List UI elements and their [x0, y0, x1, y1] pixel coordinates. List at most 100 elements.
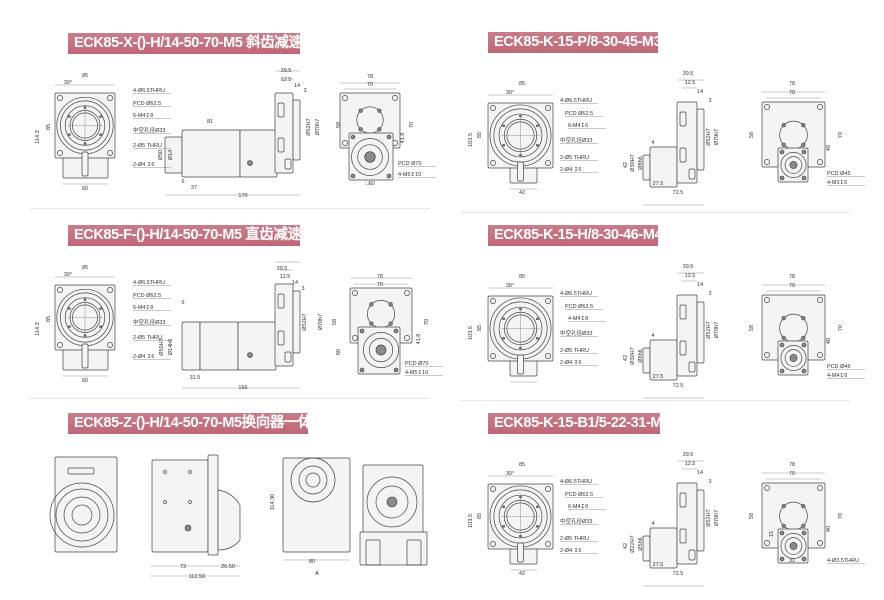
bolt: [369, 302, 374, 307]
mounting-hole: [57, 342, 63, 348]
bolt-hole: [536, 143, 539, 147]
mounting-hole: [817, 297, 823, 303]
bolt-hole: [99, 115, 102, 118]
output-flange: [696, 301, 705, 364]
turntable-ring: [55, 488, 109, 542]
side-dimension-label: Ø52H7: [302, 313, 308, 330]
mounting-hole: [764, 104, 770, 110]
rear-dimension-label: PCD Ø70: [398, 161, 422, 167]
detail: [277, 102, 285, 118]
motor-shaft: [364, 151, 376, 163]
side-dimension-label: Ø52H7: [306, 118, 312, 135]
side-dimension-label: 81: [207, 119, 213, 125]
screw: [184, 524, 192, 532]
hole: [163, 500, 167, 504]
mounting-hole: [490, 160, 496, 166]
mounting-hole: [107, 150, 113, 156]
side-dimension-label: Ø8h6: [638, 156, 644, 169]
flange: [207, 454, 219, 556]
panel-title: ECK85-X-()-H/14-50-70-M5 斜齿减速机: [68, 33, 317, 54]
side-dimension-label: 12.5: [685, 461, 696, 467]
rear-dimension-label: 70: [838, 325, 844, 331]
output-flange: [696, 108, 705, 171]
bolt-hole: [99, 307, 102, 310]
side-dimension-label: 37: [191, 185, 197, 191]
bolt: [369, 321, 374, 326]
front-dimension-label: 2-Ø4 ↧6: [560, 547, 581, 554]
input-adapter: [642, 347, 651, 374]
motor-bolt: [779, 149, 785, 155]
front-dimension-label: 85: [519, 274, 525, 280]
motor-bolt: [359, 328, 365, 334]
housing-outline: [54, 456, 118, 553]
side-dimension-label: 39.5: [683, 264, 694, 270]
motor-bolt: [801, 342, 807, 348]
front-dimension-label: 103.5: [468, 514, 474, 528]
rear-dimension-label: 4-Ø3.5THRU: [827, 558, 859, 564]
front-dimension-label: 6-M4↧8: [133, 112, 153, 119]
motor-shaft: [789, 542, 798, 550]
bolt: [781, 335, 786, 340]
side-dimension-label: 12.5: [685, 80, 696, 86]
side-dimension-label: 3: [303, 88, 306, 94]
front-dimension-label: 85: [477, 513, 483, 519]
motor-pilot: [780, 152, 807, 178]
oil-fitting: [81, 343, 89, 369]
bolt-hole: [502, 143, 505, 147]
screw: [247, 352, 253, 358]
detail: [679, 111, 687, 127]
detail: [277, 137, 285, 153]
mounting-hole: [352, 335, 358, 341]
mounting-hole: [817, 485, 823, 491]
rear-dimension-label: 58: [749, 132, 755, 138]
side-dimension-label: 14: [697, 89, 703, 95]
rear-dimension-label: 70: [789, 90, 795, 96]
bolt-hole: [68, 115, 71, 118]
bolt-hole: [536, 524, 539, 528]
bolt-hole: [99, 325, 102, 328]
mounting-hole: [352, 290, 358, 296]
front-dimension-label: PCD Ø62.5: [133, 293, 161, 299]
front-dimension-label: 2-Ø4 ↧6: [560, 359, 581, 366]
rear-dimension-label: 70: [838, 132, 844, 138]
oil-fitting: [517, 542, 524, 563]
motor-body: [151, 459, 209, 553]
front-dimension-label: 4-Ø6.5THRU: [560, 291, 592, 297]
rear-dimension-label: 41.8: [400, 133, 406, 144]
rear-dimension-label: PCD Ø46: [827, 364, 851, 370]
mounting-hole: [490, 541, 496, 547]
front-dimension-label: 2-Ø5 THRU: [560, 155, 589, 161]
input-adapter: [181, 321, 201, 371]
front-dimension-label: 2-Ø4 ↧6: [133, 353, 154, 360]
turntable-ring: [60, 100, 110, 151]
side-dimension-label: 170: [238, 193, 247, 199]
mounting-hole: [57, 95, 63, 101]
rear-dimension-label: 70: [409, 122, 415, 128]
input-adapter: [642, 535, 651, 562]
motor-bolt: [386, 134, 392, 140]
front-dimension-label: 85: [82, 73, 88, 79]
gear-stage: [239, 129, 278, 178]
motor-bolt: [779, 342, 785, 348]
mounting-hole: [342, 140, 348, 146]
motor-ring: [784, 156, 803, 174]
front-dimension-label: 4-Ø6.5THRU: [133, 88, 165, 94]
oil-fitting: [284, 351, 292, 363]
mounting-hole: [404, 290, 410, 296]
rear-dimension-label: 40: [826, 338, 832, 344]
bolt-hole: [536, 317, 539, 321]
side-dimension-label: 72.5: [673, 190, 684, 196]
side-dimension-label: Ø70h7: [315, 119, 321, 136]
rear-dimension-label: 70: [377, 282, 383, 288]
front-dimension-label: 2-Ø4 ↧6: [133, 161, 154, 168]
side-dimension-label: 39.5: [281, 68, 292, 74]
side-dimension-label: Ø70h7: [714, 322, 720, 339]
turntable-ring: [498, 113, 543, 158]
side-dimension-label: 39.5: [277, 266, 288, 272]
